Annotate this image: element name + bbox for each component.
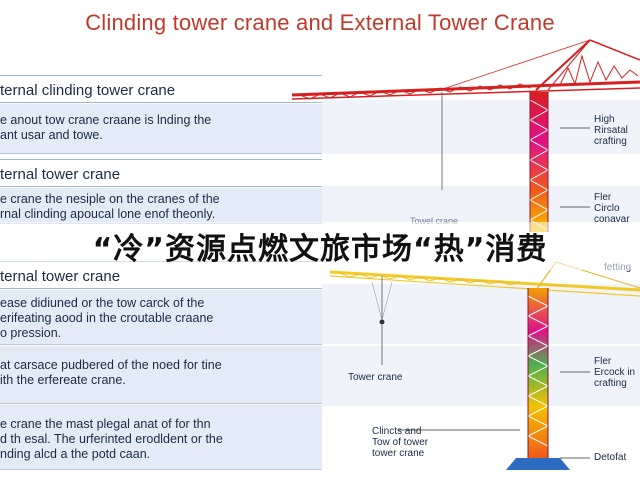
diagram-band (322, 100, 640, 154)
upper-crane-mast (528, 92, 550, 232)
section-text: at carsace pudbered of the noed for tine… (0, 346, 322, 404)
callout-label: Towel crane (410, 216, 459, 226)
callout-label: Detofat (594, 452, 627, 463)
diagram-band (322, 346, 640, 406)
headline-caption: “冷”资源点燃文旅市场“热”消费 (92, 232, 548, 267)
callout-label: Tower crane (348, 372, 403, 383)
page-title: Clinding tower crane and External Tower … (85, 10, 555, 35)
upper-crane-jib (291, 39, 640, 100)
section-header: ternal tower crane (0, 159, 322, 187)
callout-lines (398, 127, 590, 459)
hook-lines (371, 92, 443, 365)
info-table: ternal clinding tower crane e anout tow … (0, 75, 322, 470)
diagram-band (322, 186, 640, 222)
headline-backdrop (0, 222, 640, 270)
section-header: ternal clinding tower crane (0, 75, 322, 103)
section-text: e crane the nesiple on the cranes of the… (0, 188, 322, 224)
lower-crane-mast (506, 288, 570, 470)
